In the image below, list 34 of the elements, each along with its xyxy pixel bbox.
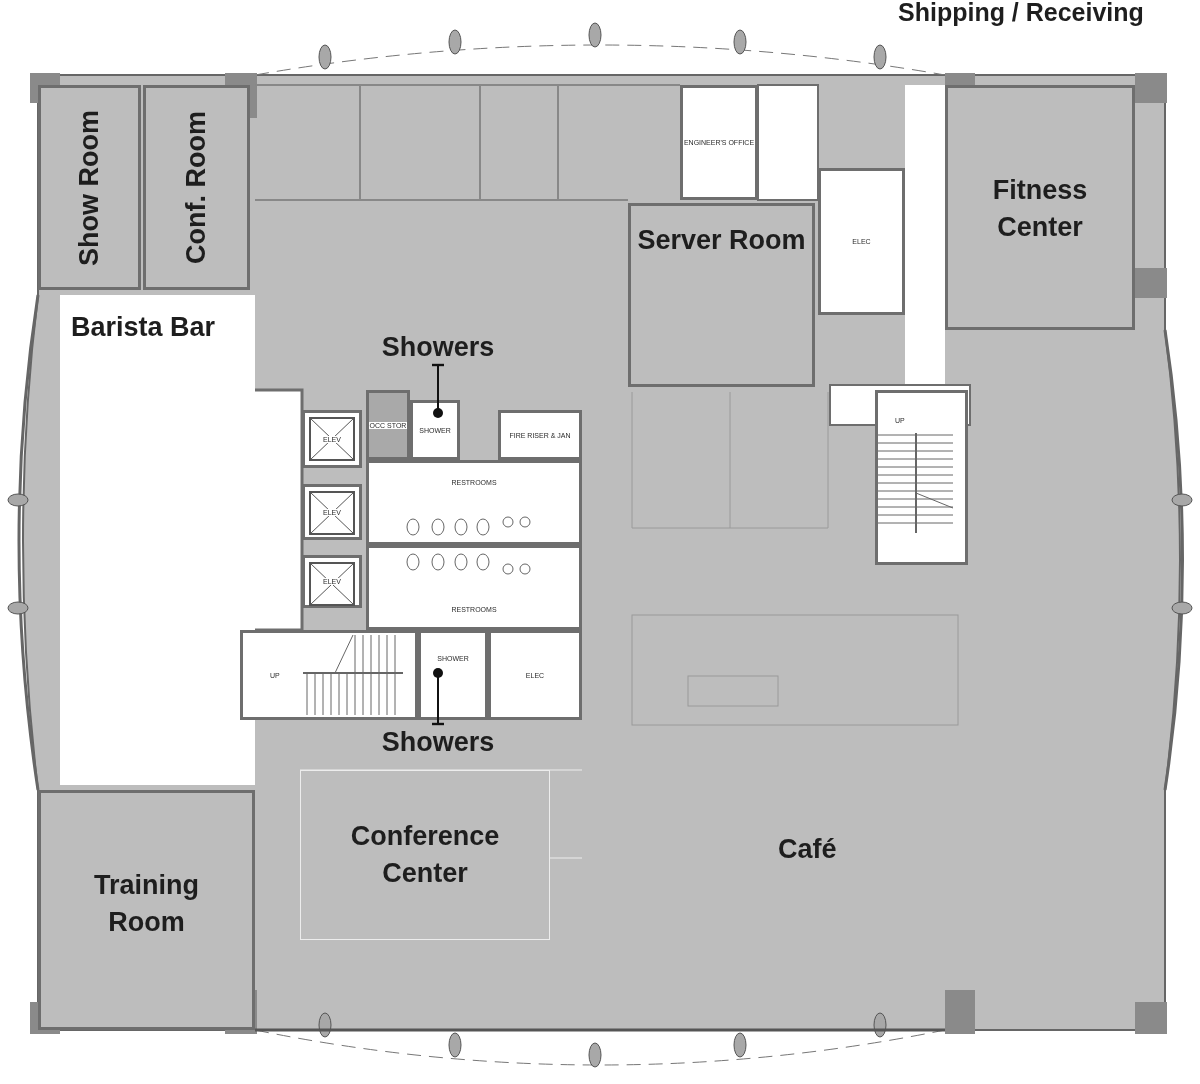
room (366, 460, 582, 545)
room (418, 630, 488, 720)
room (488, 630, 582, 720)
room-name: Showers (381, 330, 495, 364)
room-name: Café (778, 834, 837, 865)
room (410, 400, 460, 460)
room-name: Server Room (637, 224, 806, 257)
room (628, 203, 815, 387)
room (680, 85, 758, 200)
room (302, 410, 362, 468)
room (300, 770, 550, 940)
room-name: Conf. Room (180, 111, 213, 264)
room-name: Training Room (93, 869, 200, 939)
leader-line (430, 363, 446, 418)
room-name: Barista Bar (70, 311, 215, 344)
room (498, 410, 582, 460)
room-name: Showers (381, 725, 495, 759)
room (366, 390, 410, 460)
area-label: Shipping / Receiving (898, 0, 1144, 27)
stairwell (240, 630, 418, 720)
room-name: Fitness Center (991, 174, 1089, 244)
room (302, 555, 362, 608)
leader-line (430, 668, 446, 726)
room (366, 545, 582, 630)
room-name: Conference Center (349, 820, 501, 890)
room (38, 85, 141, 290)
room (143, 85, 250, 290)
room (818, 168, 905, 315)
room (60, 295, 255, 785)
room (302, 484, 362, 540)
room (945, 85, 1135, 330)
stairwell (875, 390, 968, 565)
room (38, 790, 255, 1030)
room-name: Show Room (73, 109, 106, 266)
